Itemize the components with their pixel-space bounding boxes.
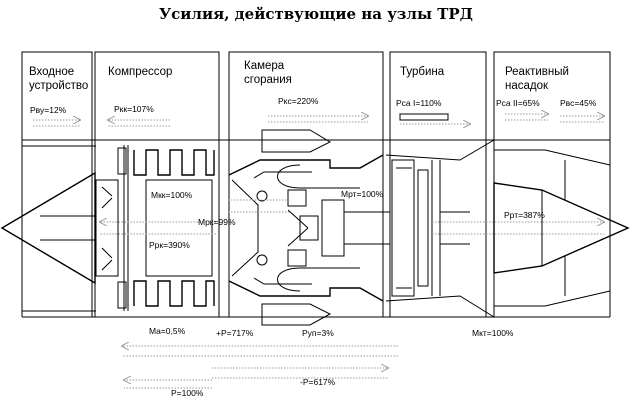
label-m-kk: Mкк=100% bbox=[151, 190, 193, 200]
label-p-ks: Pкс=220% bbox=[278, 96, 319, 106]
label-p-total: P=100% bbox=[171, 388, 204, 398]
section-nozzle-line2: насадок bbox=[505, 80, 549, 92]
section-inlet-line1: Входное bbox=[29, 66, 74, 78]
section-nozzle-line1: Реактивный bbox=[505, 66, 569, 78]
nozzle-cone bbox=[493, 149, 630, 307]
diagram-title: Усилия, действующие на узлы ТРД bbox=[159, 5, 473, 23]
label-p-vs: Pвс=45% bbox=[560, 98, 597, 108]
engine-outline bbox=[21, 139, 611, 318]
section-combustor-line2: сгорания bbox=[244, 74, 292, 86]
label-m-kt: Mкт=100% bbox=[472, 328, 514, 338]
label-p-sa1: Pса I=110% bbox=[396, 98, 442, 108]
label-minus-p: -P=617% bbox=[300, 377, 336, 387]
label-m-rk: Mрк=99% bbox=[198, 217, 236, 227]
compressor-blades bbox=[101, 145, 215, 311]
turbine bbox=[385, 139, 495, 318]
section-turbine: Турбина bbox=[400, 66, 445, 78]
label-plus-p: +P=717% bbox=[216, 328, 254, 338]
label-p-sa2: Pса II=65% bbox=[496, 98, 540, 108]
label-m-rt: Mрт=100% bbox=[341, 189, 384, 199]
section-compressor: Компрессор bbox=[108, 66, 172, 78]
section-inlet-line2: устройство bbox=[29, 80, 88, 92]
label-p-kk: Pкк=107% bbox=[114, 104, 154, 114]
force-arrows bbox=[33, 114, 604, 389]
label-m-a: Mа=0,5% bbox=[149, 326, 186, 336]
combustor bbox=[228, 129, 391, 326]
label-p-vu: Pву=12% bbox=[30, 105, 67, 115]
label-p-rk: Pрк=390% bbox=[149, 240, 190, 250]
section-combustor-line1: Камера bbox=[244, 60, 285, 72]
label-p-up: Pуп=3% bbox=[302, 328, 334, 338]
inlet-cone bbox=[0, 171, 119, 285]
label-p-rt: Pрт=387% bbox=[504, 210, 545, 220]
